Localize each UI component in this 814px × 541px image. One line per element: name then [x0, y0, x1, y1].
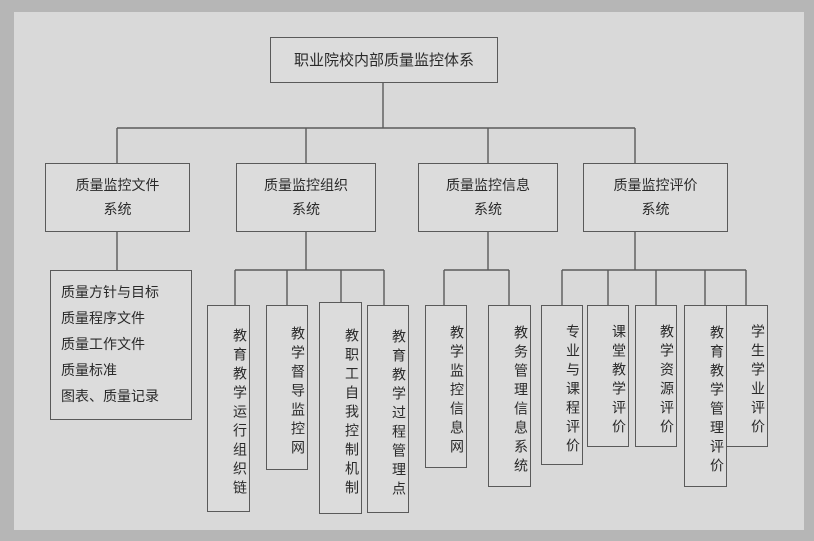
- leaf-org-process-management: 教育教学过程管理点: [367, 305, 409, 513]
- leaf-info-academic-system: 教务管理信息系统: [488, 305, 531, 487]
- node-evaluation-system-label: 质量监控评价 系统: [613, 177, 698, 218]
- node-information-system-label: 质量监控信息 系统: [446, 177, 530, 218]
- node-organization-system-label: 质量监控组织 系统: [264, 177, 348, 218]
- node-evaluation-system: 质量监控评价 系统: [583, 163, 728, 232]
- node-file-system: 质量监控文件 系统: [45, 163, 190, 232]
- node-organization-system: 质量监控组织 系统: [236, 163, 376, 232]
- leaf-eval-classroom: 课堂教学评价: [587, 305, 629, 447]
- root-label: 职业院校内部质量监控体系: [293, 51, 474, 69]
- leaf-org-self-control: 教职工自我控制机制: [319, 302, 362, 514]
- node-information-system: 质量监控信息 系统: [418, 163, 558, 232]
- node-file-system-label: 质量监控文件 系统: [75, 177, 160, 218]
- leaf-org-operation-chain: 教育教学运行组织链: [207, 305, 250, 512]
- leaf-eval-major-course: 专业与课程评价: [541, 305, 583, 465]
- leaf-org-supervision-network: 教学督导监控网: [266, 305, 308, 470]
- leaf-eval-management: 教育教学管理评价: [684, 305, 727, 487]
- list-item: 质量方针与目标: [61, 285, 159, 301]
- list-item: 质量工作文件: [61, 337, 145, 353]
- root-node: 职业院校内部质量监控体系: [270, 37, 498, 83]
- list-item: 质量程序文件: [61, 311, 145, 327]
- leaf-eval-student-learning: 学生学业评价: [726, 305, 768, 447]
- leaf-eval-resources: 教学资源评价: [635, 305, 677, 447]
- file-system-list: 质量方针与目标 质量程序文件 质量工作文件 质量标准 图表、质量记录: [50, 270, 192, 420]
- list-item: 质量标准: [61, 363, 117, 379]
- leaf-info-monitoring-network: 教学监控信息网: [425, 305, 467, 468]
- list-item: 图表、质量记录: [61, 389, 159, 405]
